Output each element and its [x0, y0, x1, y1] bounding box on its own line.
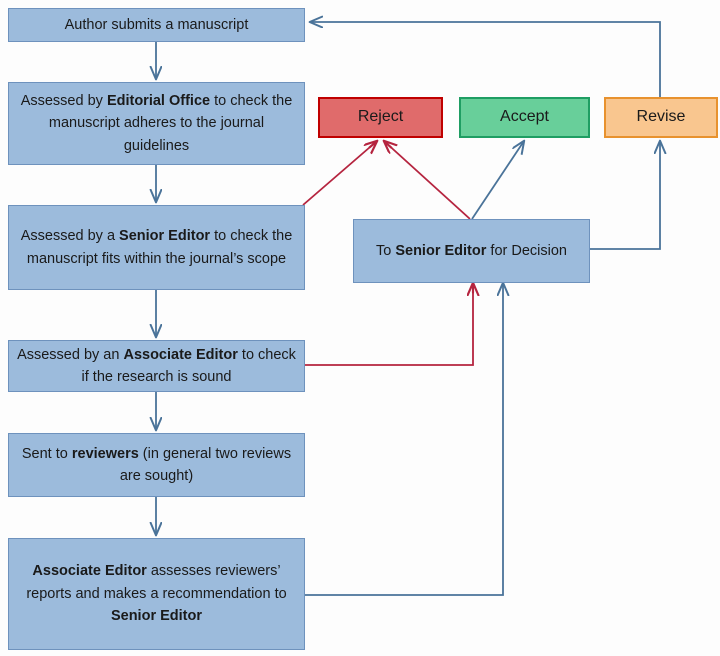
node-label: Assessed by a Senior Editor to check the… — [20, 228, 293, 267]
node-label: Assessed by Editorial Office to check th… — [20, 92, 293, 154]
node-label: Sent to reviewers (in general two review… — [21, 445, 292, 484]
node-senior-editor-scope-check[interactable]: Assessed by a Senior Editor to check the… — [8, 205, 305, 290]
node-label: To Senior Editor for Decision — [376, 242, 567, 259]
node-label: Associate Editor assesses reviewers’ rep… — [26, 563, 287, 625]
edge-revise-to-author — [310, 22, 661, 97]
edge-decision-to-accept — [471, 141, 524, 220]
node-label: Accept — [500, 108, 549, 126]
node-sent-to-reviewers[interactable]: Sent to reviewers (in general two review… — [8, 433, 305, 497]
edge-senior-editor-to-reject — [302, 141, 377, 206]
node-editorial-office-check[interactable]: Assessed by Editorial Office to check th… — [8, 82, 305, 165]
node-author-submits-manuscript[interactable]: Author submits a manuscript — [8, 8, 305, 42]
edge-reports-to-decision — [305, 283, 503, 596]
node-associate-editor-sound-check[interactable]: Assessed by an Associate Editor to check… — [8, 340, 305, 392]
node-label: Author submits a manuscript — [64, 16, 249, 33]
node-revise[interactable]: Revise — [604, 97, 718, 138]
node-label: Reject — [357, 108, 404, 126]
edge-associate-editor-to-decision — [305, 283, 473, 366]
node-accept[interactable]: Accept — [459, 97, 590, 138]
node-reject[interactable]: Reject — [318, 97, 443, 138]
node-senior-editor-decision[interactable]: To Senior Editor for Decision — [353, 219, 590, 283]
edge-decision-to-revise — [590, 141, 660, 250]
node-associate-editor-reports[interactable]: Associate Editor assesses reviewers’ rep… — [8, 538, 305, 650]
node-label: Assessed by an Associate Editor to check… — [17, 346, 296, 385]
node-label: Revise — [636, 108, 686, 126]
edge-decision-to-reject — [384, 141, 471, 220]
